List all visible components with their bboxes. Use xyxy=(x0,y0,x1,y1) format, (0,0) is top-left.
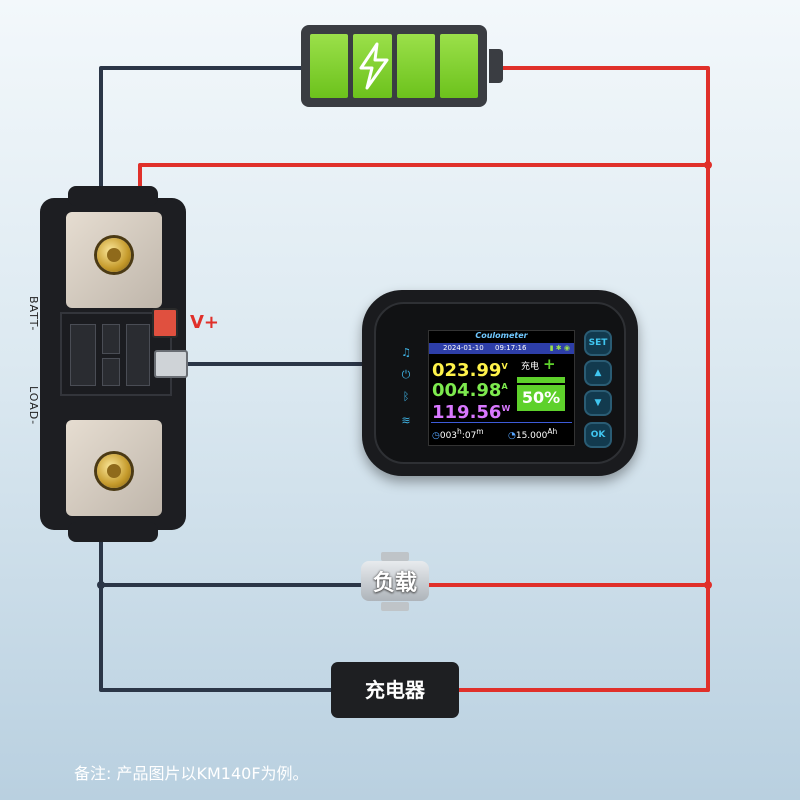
footnote: 备注: 产品图片以KM140F为例。 xyxy=(74,764,309,783)
power-reading: 119.56W xyxy=(432,402,511,423)
shunt-mount-ear xyxy=(68,186,158,206)
down-arrow-icon[interactable]: ▼ xyxy=(584,390,612,416)
meter-brand: Coulometer xyxy=(475,331,528,340)
battery-terminal-cap xyxy=(489,49,503,83)
shunt-module xyxy=(40,186,186,542)
charger-box: 充电器 xyxy=(331,662,459,718)
battery-cell xyxy=(396,34,435,98)
screen-divider xyxy=(431,422,572,423)
load-terminal-plate xyxy=(66,420,162,516)
battery-level-icon xyxy=(517,377,565,383)
lightning-bolt-icon xyxy=(359,42,389,90)
up-arrow-icon[interactable]: ▲ xyxy=(584,360,612,386)
charging-status: 充电 xyxy=(521,362,540,372)
meter-cable-port xyxy=(154,350,188,378)
clock-icon: ◷ xyxy=(432,431,440,441)
status-icons: ▮ ✱ ◉ xyxy=(549,344,570,352)
v-plus-label: V+ xyxy=(190,312,220,333)
meter-screen: Coulometer 2024-01-10 09:17:16 ▮ ✱ ◉ 023… xyxy=(428,330,575,446)
current-reading: 004.98A xyxy=(432,380,508,401)
capacity-readout: ◔15.000Ah xyxy=(508,427,558,441)
battery-cell xyxy=(353,34,392,98)
batt-minus-label: BATT- xyxy=(27,296,40,332)
load-top-tab xyxy=(381,552,409,561)
alarm-icon: ♫ xyxy=(401,346,411,359)
load-terminal-bolt xyxy=(97,454,131,488)
status-bar: 2024-01-10 09:17:16 ▮ ✱ ◉ xyxy=(429,343,574,354)
wifi-icon: ≋ xyxy=(401,414,411,427)
ok-button[interactable]: OK xyxy=(584,422,612,448)
shunt-mount-ear xyxy=(68,522,158,542)
v-plus-connector xyxy=(152,308,178,338)
battery-cell xyxy=(439,34,478,98)
meter-time: 09:17:16 xyxy=(495,344,527,352)
load-component: 负载 xyxy=(361,552,429,612)
charging-plus-icon: + xyxy=(543,355,556,373)
set-button[interactable]: SET xyxy=(584,330,612,356)
bluetooth-icon: ᛒ xyxy=(402,390,410,403)
meter-date: 2024-01-10 xyxy=(443,344,484,352)
battery-cell xyxy=(310,34,349,98)
load-label: 负载 xyxy=(372,571,417,596)
battery-percent: 50% xyxy=(517,385,565,411)
charger-negative-wire xyxy=(99,583,333,692)
batt-terminal-bolt xyxy=(97,238,131,272)
load-minus-label: LOAD- xyxy=(27,386,40,426)
battery-icon xyxy=(301,25,503,107)
voltage-reading: 023.99V xyxy=(432,360,508,381)
power-icon: ⏻ xyxy=(401,368,411,381)
coulometer-display: ♫ ⏻ ᛒ ≋ Coulometer 2024-01-10 09:17:16 ▮… xyxy=(362,290,638,476)
load-body xyxy=(361,561,429,601)
load-bottom-tab xyxy=(381,602,409,611)
runtime-readout: ◷003h:07m xyxy=(432,427,484,441)
batt-terminal-plate xyxy=(66,212,162,308)
battery-positive-wire xyxy=(498,66,710,692)
capacity-icon: ◔ xyxy=(508,431,516,441)
